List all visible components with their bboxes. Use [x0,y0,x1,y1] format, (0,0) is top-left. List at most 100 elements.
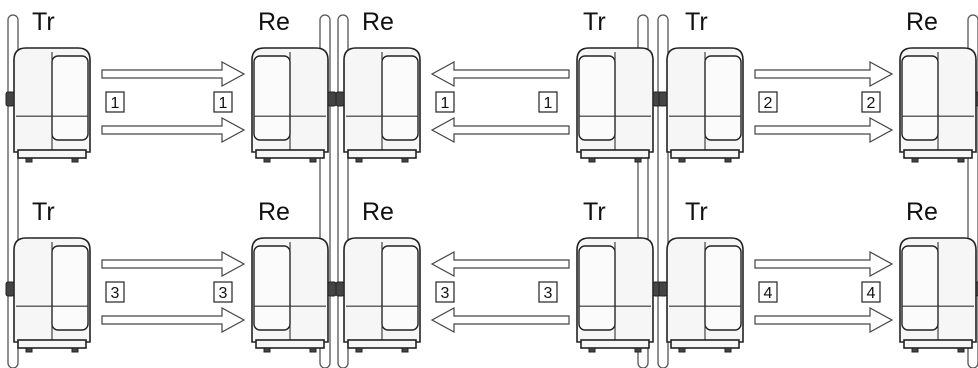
unit-bracket [335,281,345,297]
channel-number: 3 [544,285,553,302]
unit-foot [634,347,642,353]
unit-bracket [327,281,337,297]
channel-number: 1 [544,95,553,112]
mounting-pole-4 [637,14,649,368]
channel-box [758,281,778,303]
row-2-pair-2-right-role: Tr [583,198,606,226]
row-2-pair-3-left-unit [658,237,744,353]
unit-foot [401,347,409,353]
row-1-pair-3-left-role: Tr [685,8,708,36]
unit-foot [71,347,79,353]
unit-lens-face [51,55,89,141]
row-2-pair-3-left-role: Tr [685,198,708,226]
unit-foot [911,347,919,353]
unit-bracket [658,91,668,107]
row-1-pair-3-channel-right: 2 [861,91,881,113]
unit-bracket [5,91,15,107]
unit-base [255,339,325,349]
unit-lens-face [704,55,742,141]
unit-lens-face [381,245,419,331]
row-2-pair-3-channel-right: 4 [861,281,881,303]
row-2-pair-1-channel-left: 3 [105,281,125,303]
channel-number: 3 [111,285,120,302]
unit-base [17,149,87,159]
channel-number: 1 [111,95,120,112]
channel-box [213,281,233,303]
row-2-pair-2-left-role: Re [362,198,394,226]
unit-base [580,149,650,159]
unit-lens-face [901,245,939,331]
unit-foot [588,157,596,163]
row-1-pair-3-beam-lower [754,116,894,144]
unit-bracket [335,91,345,107]
channel-box [861,91,881,113]
unit-lens-face [253,55,291,141]
row-2-pair-2-right-unit [576,237,662,353]
row-2-pair-2-channel-left: 3 [435,281,455,303]
row-1-pair-1-beam-lower [101,116,246,144]
row-1-pair-2-right-unit [576,47,662,163]
channel-number: 3 [441,285,450,302]
unit-lens-face [901,55,939,141]
unit-foot [724,347,732,353]
channel-box [105,91,125,113]
unit-foot [309,157,317,163]
unit-base [17,339,87,349]
unit-foot [724,157,732,163]
channel-number: 1 [441,95,450,112]
mounting-pole-2 [319,14,331,368]
row-1-pair-2-right-role: Tr [583,8,606,36]
row-1-pair-3-left-unit [658,47,744,163]
channel-box [435,281,455,303]
unit-bracket [327,91,337,107]
units-layer [5,47,978,353]
arrows-layer [101,60,894,334]
channel-number: 2 [867,95,876,112]
channel-box [538,281,558,303]
unit-foot [588,347,596,353]
mounting-pole-6 [967,14,978,368]
unit-foot [355,347,363,353]
unit-base [670,149,740,159]
channel-number: 4 [867,285,876,302]
row-2-pair-1-right-role: Re [258,198,290,226]
channel-number: 1 [219,95,228,112]
unit-bracket [658,281,668,297]
row-2-pair-3-beam-upper [754,250,894,278]
row-2-pair-3-right-role: Re [906,198,938,226]
unit-lens-face [578,245,616,331]
row-1-pair-2-channel-left: 1 [435,91,455,113]
row-1-pair-2-beam-lower [430,116,570,144]
unit-foot [25,157,33,163]
row-2-pair-3-channel-left: 4 [758,281,778,303]
unit-foot [957,157,965,163]
unit-lens-face [253,245,291,331]
unit-lens-face [578,55,616,141]
unit-foot [678,347,686,353]
unit-base [347,339,417,349]
unit-foot [355,157,363,163]
row-1-pair-3-channel-left: 2 [758,91,778,113]
unit-base [580,339,650,349]
row-2-pair-3-right-unit [899,237,978,353]
unit-foot [25,347,33,353]
mounting-pole-5 [657,14,669,368]
unit-foot [911,157,919,163]
unit-foot [71,157,79,163]
row-2-pair-1-channel-right: 3 [213,281,233,303]
channel-box [758,91,778,113]
mounting-pole-1 [7,14,19,368]
row-2-pair-1-left-role: Tr [32,198,55,226]
row-1-pair-2-beam-upper [430,60,570,88]
unit-base [903,339,973,349]
row-2-pair-2-left-unit [335,237,421,353]
row-2-pair-1-left-unit [5,237,91,353]
unit-foot [634,157,642,163]
row-1-pair-1-left-unit [5,47,91,163]
unit-foot [401,157,409,163]
row-2-pair-3-beam-lower [754,306,894,334]
unit-foot [678,157,686,163]
unit-base [255,149,325,159]
